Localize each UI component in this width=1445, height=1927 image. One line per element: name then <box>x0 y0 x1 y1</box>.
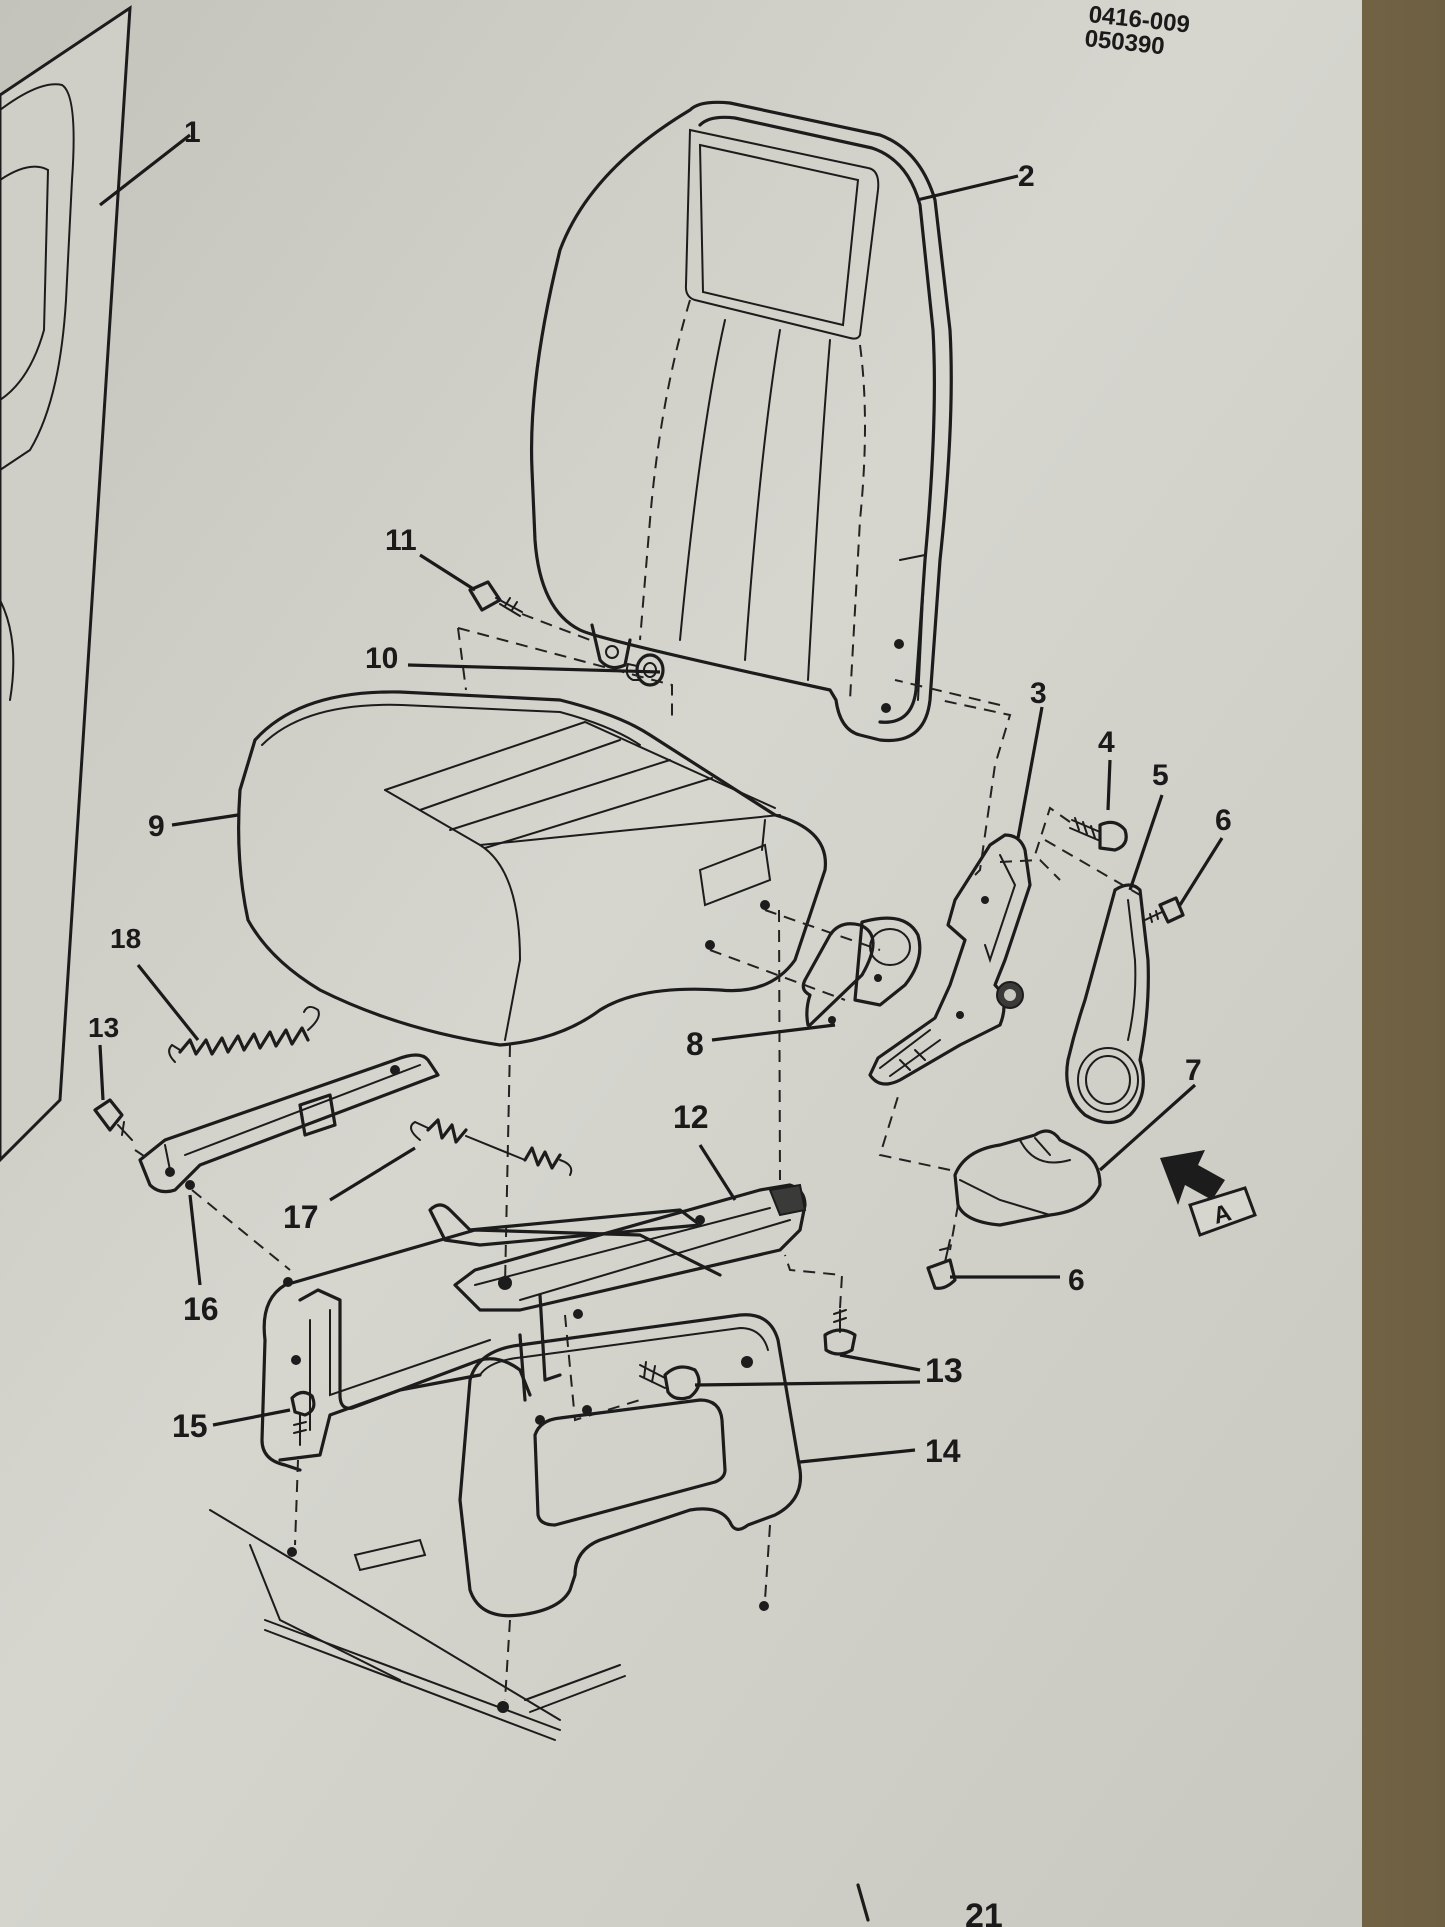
callout-16: 16 <box>183 1291 219 1327</box>
callout-14: 14 <box>925 1433 961 1469</box>
callout-6-lower: 6 <box>1068 1264 1085 1297</box>
bolt-13-right <box>639 1361 701 1401</box>
spring-18 <box>168 1006 320 1063</box>
callout-8: 8 <box>686 1026 704 1062</box>
callout-2: 2 <box>1018 160 1035 193</box>
callout-9: 9 <box>148 810 165 843</box>
callout-15: 15 <box>172 1408 208 1444</box>
spring-17 <box>410 1118 573 1176</box>
page-number: 21 <box>965 1897 1003 1927</box>
view-a-label: A <box>1210 1199 1234 1230</box>
callout-5: 5 <box>1152 759 1169 792</box>
screw-6-upper <box>1144 896 1185 924</box>
plate-8 <box>801 916 922 1027</box>
seat-adjuster-12 <box>428 1183 807 1312</box>
callout-13-left: 13 <box>88 1012 119 1043</box>
callout-10: 10 <box>365 642 398 675</box>
recliner-3 <box>868 833 1032 1086</box>
seat-riser-14 <box>458 1313 803 1618</box>
bolt-13-right-stud <box>823 1309 857 1356</box>
callout-18: 18 <box>110 923 141 954</box>
adjacent-page-edge <box>0 5 132 1163</box>
bolt-11 <box>468 580 523 617</box>
seat-cushion <box>237 690 827 1047</box>
callout-4: 4 <box>1098 726 1115 759</box>
bolt-13-left <box>93 1098 133 1141</box>
callout-7: 7 <box>1185 1054 1202 1087</box>
floor-pan <box>209 1509 626 1741</box>
view-a-arrow: A <box>1160 1150 1257 1237</box>
seat-back <box>529 100 953 743</box>
bolt-15 <box>290 1390 316 1446</box>
trim-cover-7 <box>953 1129 1102 1227</box>
callout-1: 1 <box>184 116 201 149</box>
callout-12: 12 <box>673 1099 709 1135</box>
screw-6-lower <box>926 1239 957 1290</box>
callout-13-right: 13 <box>925 1352 963 1390</box>
callout-3: 3 <box>1030 677 1047 710</box>
bolt-4 <box>1069 817 1128 852</box>
recliner-cover-5 <box>1065 883 1150 1125</box>
callout-17: 17 <box>283 1199 319 1235</box>
callout-6-upper: 6 <box>1215 804 1232 837</box>
callout-11: 11 <box>385 524 417 557</box>
seat-track-16 <box>138 1053 440 1194</box>
